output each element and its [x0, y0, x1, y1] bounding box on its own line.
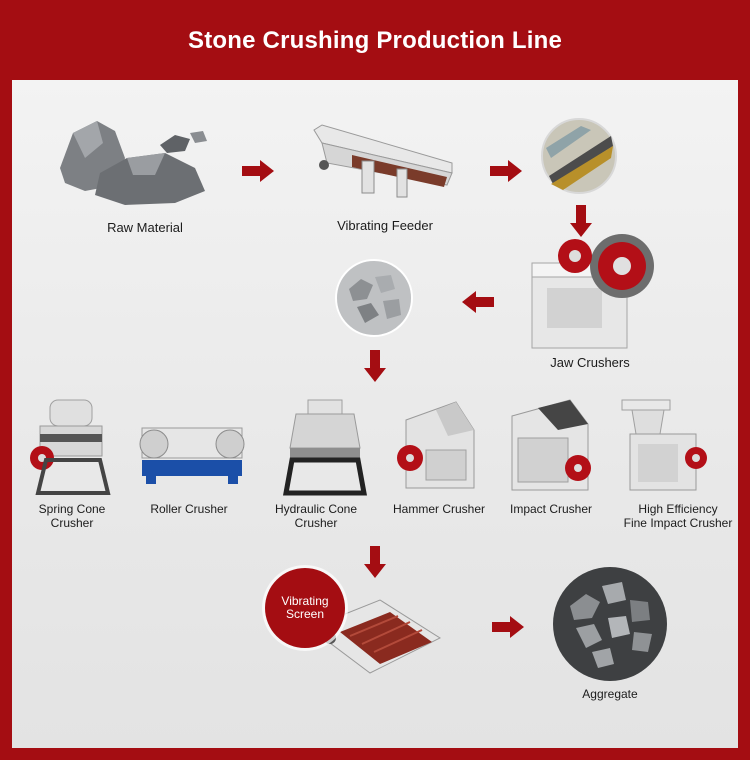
aggregate-circle	[552, 566, 668, 682]
label-impact-crusher: Impact Crusher	[509, 502, 593, 516]
arrow-right-icon	[242, 160, 274, 182]
page-title: Stone Crushing Production Line	[188, 27, 562, 54]
quarry-conveyor-photo	[541, 118, 617, 194]
label-jaw-crushers: Jaw Crushers	[550, 355, 630, 370]
label-line: Spring Cone	[38, 502, 106, 516]
label-aggregate: Aggregate	[582, 687, 638, 701]
spring-cone-crusher-machine	[28, 398, 113, 496]
label-line: Fine Impact Crusher	[623, 516, 733, 530]
badge-line: Vibrating	[281, 594, 329, 608]
label-fine-impact-crusher: High Efficiency Fine Impact Crusher	[614, 502, 742, 530]
label-spring-cone-crusher: Spring Cone Crusher	[22, 502, 122, 530]
arrow-down-icon	[364, 350, 386, 382]
label-hammer-crusher: Hammer Crusher	[392, 502, 485, 516]
label-line: Crusher	[50, 516, 94, 530]
label-roller-crusher: Roller Crusher	[150, 502, 228, 516]
arrow-down-icon	[570, 205, 592, 237]
arrow-down-icon	[364, 546, 386, 578]
arrow-left-icon	[462, 291, 494, 313]
jaw-crusher-machine	[527, 228, 654, 353]
fine-impact-crusher-machine	[620, 398, 712, 494]
impact-crusher-machine	[508, 398, 592, 494]
badge-line: Screen	[285, 607, 325, 621]
hammer-crusher-machine	[396, 400, 478, 492]
label-line: High Efficiency	[638, 502, 718, 516]
crushed-stone-circle	[335, 259, 413, 337]
hydraulic-cone-crusher-machine	[282, 398, 367, 496]
raw-material-rocks	[55, 113, 215, 208]
label-line: Hydraulic Cone	[274, 502, 358, 516]
header-banner: Stone Crushing Production Line	[0, 0, 750, 80]
label-hydraulic-cone-crusher: Hydraulic Cone Crusher	[266, 502, 366, 530]
label-line: Crusher	[294, 516, 338, 530]
vibrating-feeder-machine	[312, 124, 462, 200]
roller-crusher-machine	[134, 416, 250, 486]
label-vibrating-feeder: Vibrating Feeder	[337, 218, 433, 233]
arrow-right-icon	[492, 616, 524, 638]
arrow-right-icon	[490, 160, 522, 182]
label-raw-material: Raw Material	[107, 220, 183, 235]
vibrating-screen-badge: Vibrating Screen	[265, 568, 345, 648]
